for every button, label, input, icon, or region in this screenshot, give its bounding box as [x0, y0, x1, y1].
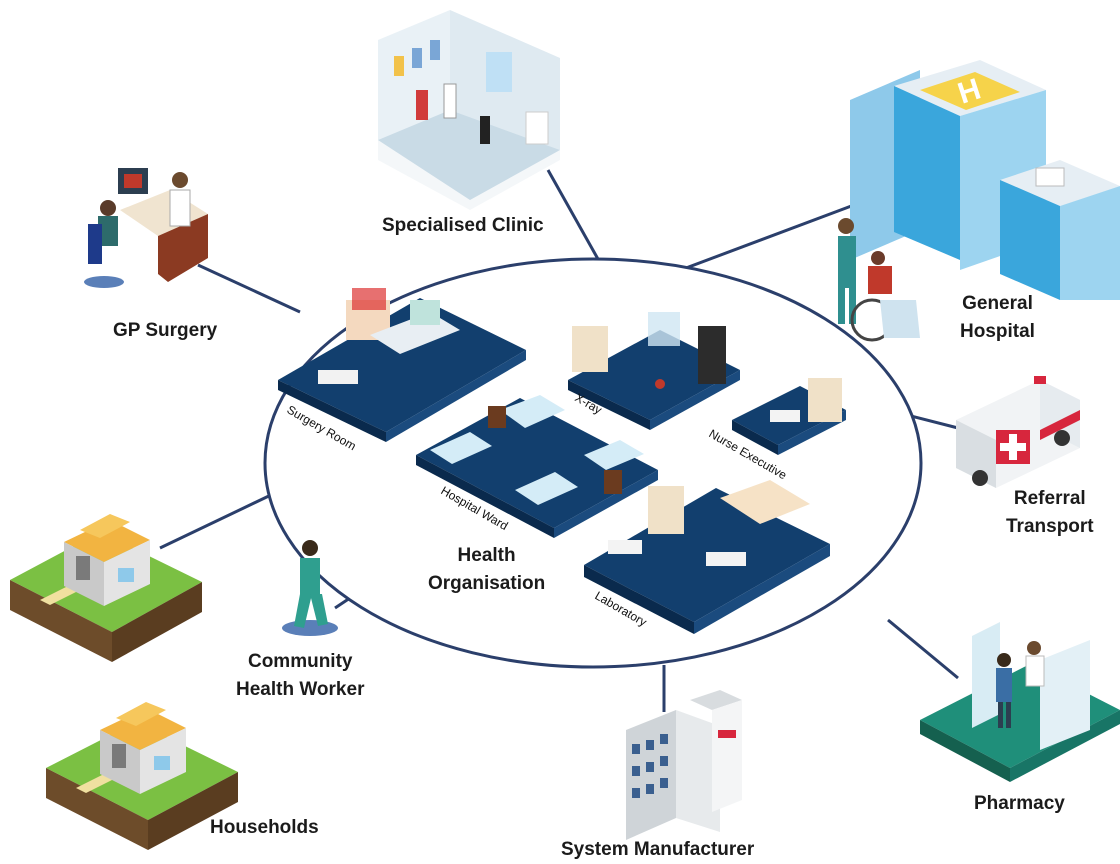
pharmacy-illustration: [920, 622, 1120, 782]
label-households: Households: [210, 817, 319, 838]
label-health-organisation-line1: Health: [457, 545, 516, 566]
household-illustration-2: [46, 702, 238, 850]
general-hospital-illustration: H: [838, 60, 1120, 342]
label-specialised-clinic: Specialised Clinic: [382, 215, 544, 236]
gp-surgery-illustration: [84, 168, 208, 288]
system-manufacturer-illustration: [626, 690, 742, 840]
link-pharmacy: [887, 618, 959, 680]
label-general-hospital-line1: General: [962, 293, 1033, 314]
label-referral-transport-line1: Referral: [1013, 488, 1086, 509]
label-health-organisation-line2: Organisation: [428, 573, 546, 594]
label-gp-surgery: GP Surgery: [113, 320, 218, 341]
label-health-organisation: Health Organisation: [428, 542, 545, 598]
label-referral-transport: Referral Transport: [1006, 485, 1094, 541]
label-system-manufacturer: System Manufacturer: [561, 839, 755, 860]
link-gp-surgery: [197, 263, 301, 314]
label-general-hospital-line2: Hospital: [960, 321, 1035, 342]
surgery-room: [278, 288, 526, 442]
label-pharmacy: Pharmacy: [974, 793, 1065, 814]
household-illustration-1: [10, 514, 202, 662]
community-health-worker-illustration: [282, 540, 338, 636]
referral-transport-illustration: [956, 376, 1080, 488]
label-community-health-worker-line2: Health Worker: [236, 679, 365, 700]
link-specialised-clinic: [546, 169, 605, 269]
label-community-health-worker: Community Health Worker: [236, 648, 364, 704]
link-general-hospital: [653, 194, 879, 282]
nurse-executive-room: [732, 378, 846, 455]
specialised-clinic-illustration: [378, 10, 560, 210]
label-community-health-worker-line1: Community: [247, 651, 353, 672]
laboratory-room: [584, 480, 830, 634]
hospital-ward-room: [416, 395, 658, 538]
xray-room: [568, 312, 740, 430]
label-general-hospital: General Hospital: [960, 290, 1035, 346]
label-referral-transport-line2: Transport: [1006, 516, 1094, 537]
